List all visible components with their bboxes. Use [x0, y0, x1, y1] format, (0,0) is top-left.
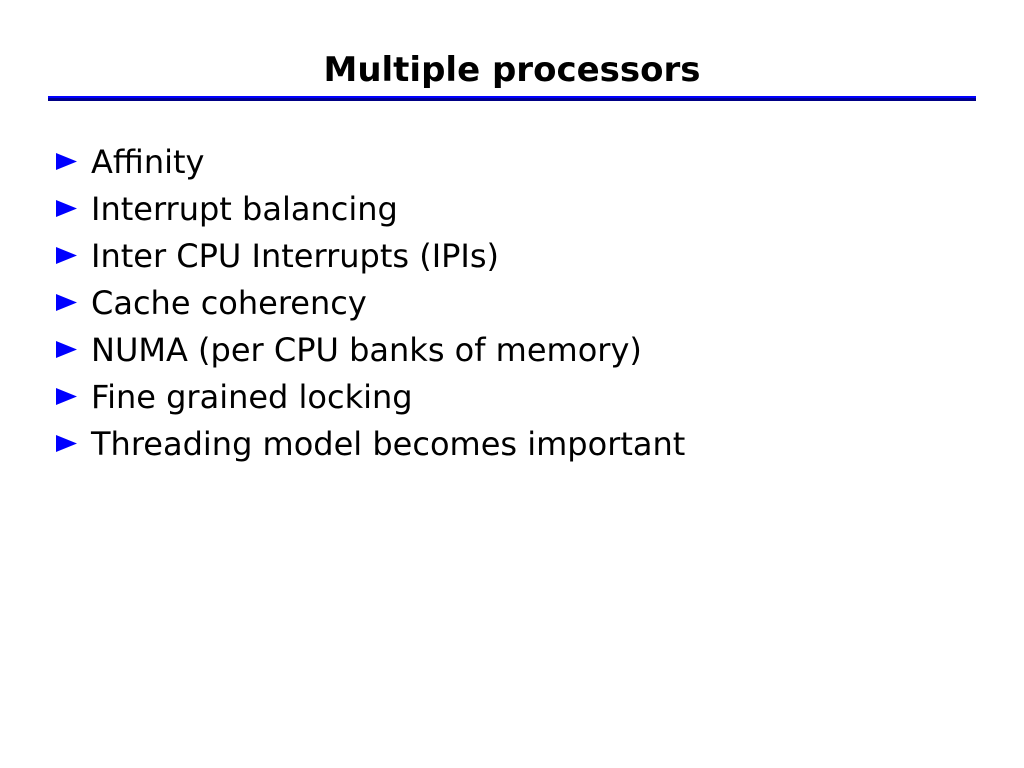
triangle-right-icon: [56, 435, 77, 452]
triangle-right-icon: [56, 247, 77, 264]
triangle-right-icon: [56, 200, 77, 217]
list-item-label: Threading model becomes important: [91, 425, 686, 463]
list-item: Interrupt balancing: [56, 186, 986, 233]
list-item: Inter CPU Interrupts (IPIs): [56, 233, 986, 280]
title-underline-rule: [48, 96, 976, 101]
list-item: Fine grained locking: [56, 374, 986, 421]
list-item: Threading model becomes important: [56, 421, 986, 468]
bullet-list: Affinity Interrupt balancing Inter CPU I…: [56, 139, 986, 468]
list-item-label: Cache coherency: [91, 284, 367, 322]
list-item: Affinity: [56, 139, 986, 186]
triangle-right-icon: [56, 294, 77, 311]
list-item-label: NUMA (per CPU banks of memory): [91, 331, 642, 369]
list-item: Cache coherency: [56, 280, 986, 327]
page-title: Multiple processors: [323, 50, 701, 90]
list-item-label: Fine grained locking: [91, 378, 413, 416]
triangle-right-icon: [56, 388, 77, 405]
list-item-label: Affinity: [91, 143, 205, 181]
list-item-label: Inter CPU Interrupts (IPIs): [91, 237, 500, 275]
list-item-label: Interrupt balancing: [91, 190, 398, 228]
triangle-right-icon: [56, 153, 77, 170]
triangle-right-icon: [56, 341, 77, 358]
list-item: NUMA (per CPU banks of memory): [56, 327, 986, 374]
